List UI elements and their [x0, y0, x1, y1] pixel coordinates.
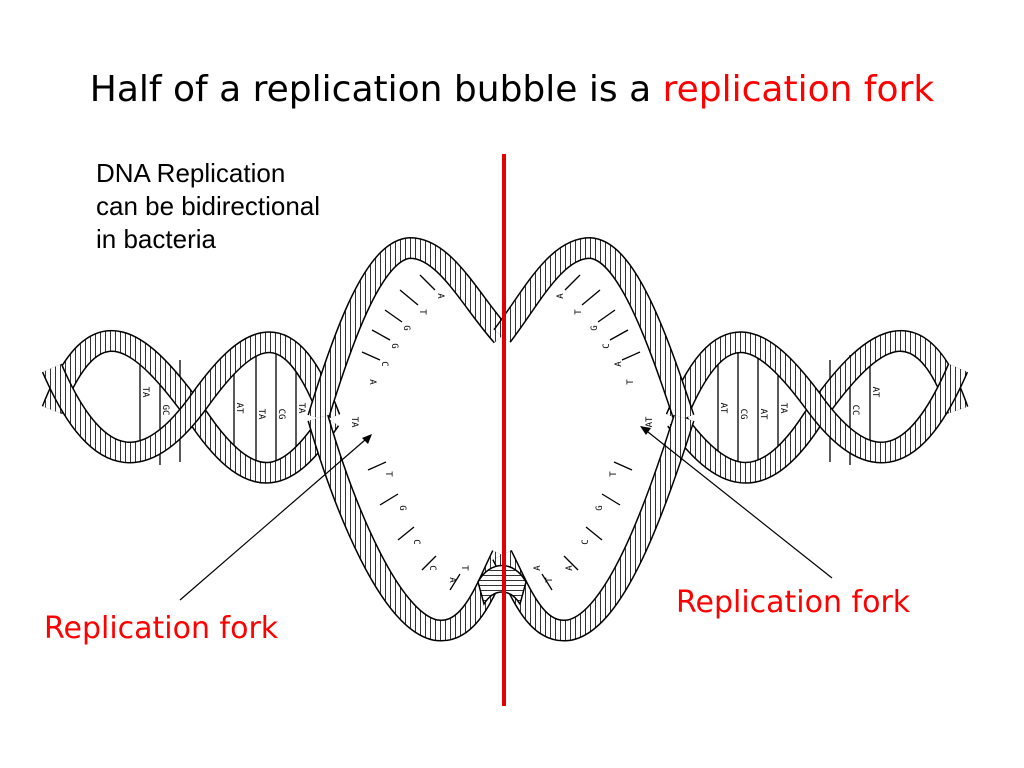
- bubble-top-right-base-0: A: [556, 293, 566, 299]
- right-helix-base-1: CG: [738, 409, 748, 420]
- note-line-2: can be bidirectional: [96, 191, 321, 221]
- bubble-bottom-right-base-1: G: [595, 505, 605, 510]
- bubble-bottom-right-base-2: C: [581, 539, 591, 544]
- page-title: Half of a replication bubble is a replic…: [0, 66, 1024, 114]
- bubble-top-right-base-5: T: [626, 379, 636, 385]
- bubble-bottom-left-base-2: C: [411, 539, 421, 544]
- bubble-bottom-left-base-5: T: [459, 565, 469, 571]
- right-helix-base-3: TA: [778, 403, 788, 414]
- title-accent: replication fork: [662, 69, 935, 110]
- right-fork-pointer: [640, 426, 833, 579]
- bubble-top-right-base-2: G: [590, 325, 600, 330]
- right-helix-base-6: AT: [870, 387, 880, 398]
- bubble-top-right-base-1: T: [574, 309, 584, 315]
- left-helix-base-0: TA: [140, 387, 150, 398]
- bubble-top-left-base-2: G: [401, 325, 411, 330]
- bidirectional-note: DNA Replication can be bidirectional in …: [96, 157, 406, 256]
- bubble-top-right-base-4: A: [614, 361, 624, 367]
- left-helix-base-1: GC: [160, 405, 170, 416]
- bubble-top-left-base-4: C: [379, 361, 389, 366]
- left-fork-base-0: TA: [349, 417, 359, 428]
- right-helix-base-5: CC: [850, 405, 860, 416]
- bubble-bottom-right-base-3: A: [565, 565, 575, 571]
- bubble-top-right-base-3: C: [602, 343, 612, 348]
- bubble-top-left-base-3: G: [389, 343, 399, 348]
- bubble-bottom-right-base-0: T: [609, 471, 619, 477]
- bubble-bottom-left-base-1: G: [397, 505, 407, 510]
- bubble-bottom-left-base-4: A: [447, 577, 457, 583]
- left-fork-pointer: [179, 434, 372, 601]
- left-helix-base-3: AT: [234, 403, 244, 414]
- bubble-bottom-left-base-0: T: [383, 471, 393, 477]
- right-fork-base-0: AT: [645, 416, 655, 427]
- right-helix-base-0: AT: [718, 403, 728, 414]
- bubble-top-left-base-1: T: [417, 309, 427, 315]
- bubble-bottom-right-base-5: A: [533, 565, 543, 571]
- replication-fork-label-left: Replication fork: [44, 611, 279, 646]
- note-line-1: DNA Replication: [96, 158, 286, 188]
- right-helix-base-2: AT: [758, 409, 768, 420]
- left-helix-base-6: TA: [296, 403, 306, 414]
- bubble-bottom-left-base-3: C: [427, 565, 437, 570]
- note-line-3: in bacteria: [96, 224, 216, 254]
- bubble-top-left-base-0: A: [435, 293, 445, 299]
- replication-fork-label-right: Replication fork: [676, 585, 911, 620]
- title-text: Half of a replication bubble is a: [89, 69, 652, 110]
- bubble-base-stubs: [361, 274, 641, 591]
- bubble-bottom-right-base-4: T: [545, 577, 555, 583]
- bubble-top-left-base-5: A: [367, 379, 377, 385]
- left-helix-base-4: TA: [256, 409, 266, 420]
- left-helix-base-5: CG: [276, 409, 286, 420]
